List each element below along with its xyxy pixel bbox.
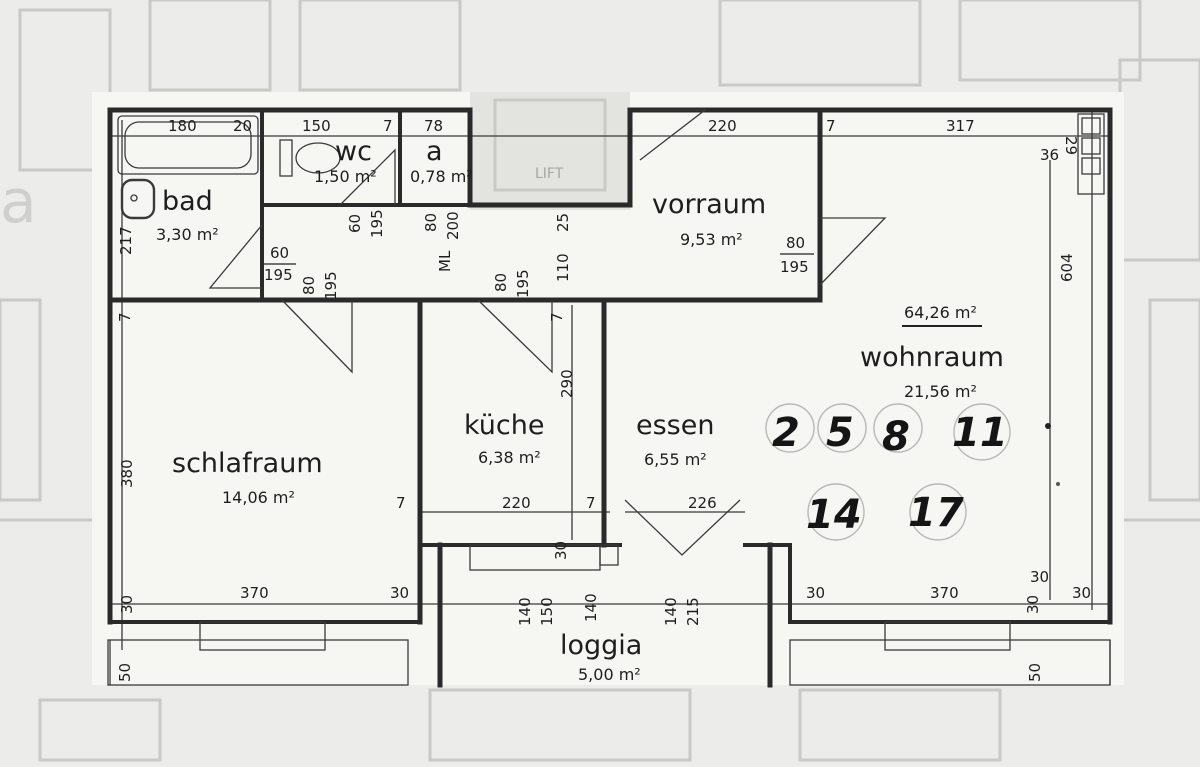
dim-20: 20 (233, 117, 252, 135)
room-area-kueche: 6,38 m² (478, 448, 541, 467)
room-name-wc: wc (335, 136, 372, 167)
total-area: 64,26 m² (904, 303, 977, 322)
dim-l150: 150 (538, 597, 556, 626)
bathtub (117, 115, 259, 175)
marker-dot (1056, 482, 1060, 486)
walls (107, 107, 1113, 688)
dim-30b: 30 (390, 584, 409, 602)
dim-door-80-schlaf: 80 (300, 276, 318, 295)
dim-w370: 370 (930, 584, 959, 602)
dim-door-200-ml: 200 (444, 211, 462, 240)
dim-217: 217 (117, 226, 135, 255)
dim-tub: 180 (168, 117, 197, 135)
room-area-schlafraum: 14,06 m² (222, 488, 295, 507)
dim-7d: 7 (396, 494, 406, 512)
toilet (279, 139, 341, 177)
handwritten-numbers: 2 5 8 11 14 17 (765, 403, 1011, 541)
hand-number-14: 14 (806, 492, 862, 538)
dim-door-195-vorraum: 195 (780, 258, 809, 276)
dim-36: 36 (1040, 146, 1059, 164)
room-name-loggia: loggia (560, 630, 642, 661)
dim-7b: 7 (826, 117, 836, 135)
dim-30f: 30 (1072, 584, 1091, 602)
dim-door-195-bad: 195 (264, 266, 293, 284)
dim-30a: 30 (118, 595, 136, 614)
dim-door-80-kueche: 80 (492, 273, 510, 292)
hand-number-2: 2 (772, 410, 800, 456)
dim-door-60-bad: 60 (270, 244, 289, 262)
dim-290: 290 (558, 369, 576, 398)
dim-l140b: 140 (582, 593, 600, 622)
lift-label: LIFT (535, 166, 564, 182)
room-area-wc: 1,50 m² (314, 167, 377, 186)
room-name-kueche: küche (464, 410, 545, 441)
room-area-a: 0,78 m² (410, 167, 473, 186)
dim-s370: 370 (240, 584, 269, 602)
dimension-lines (110, 110, 1110, 650)
dim-door-60-wc: 60 (346, 214, 364, 233)
dim-30d: 30 (806, 584, 825, 602)
vertical-dimension-labels: 217 604 29 60 195 80 200 ML 25 110 80 19… (116, 136, 1080, 682)
dim-29: 29 (1062, 136, 1080, 155)
dim-door-80-vorraum: 80 (786, 234, 805, 252)
dimension-labels: 180 20 150 7 78 220 7 317 36 7 220 7 226… (168, 117, 1091, 602)
chimney-shafts (1077, 113, 1105, 195)
room-name-bad: bad (162, 186, 213, 217)
dim-30e: 30 (1030, 568, 1049, 586)
room-labels: bad 3,30 m² wc 1,50 m² a 0,78 m² vorraum… (156, 136, 1004, 684)
dim-7c: 7 (548, 312, 566, 322)
dim-30c: 30 (1024, 595, 1042, 614)
room-name-essen: essen (636, 410, 714, 441)
dim-l215: 215 (684, 597, 702, 626)
dim-226: 226 (688, 494, 717, 512)
room-name-a: a (426, 136, 443, 167)
dim-317: 317 (946, 117, 975, 135)
dim-l140c: 140 (662, 597, 680, 626)
dim-110: 110 (554, 253, 572, 282)
dim-50a: 50 (116, 663, 134, 682)
dim-50b: 50 (1026, 663, 1044, 682)
dim-ml: ML (436, 250, 454, 272)
dim-7-schlaf: 7 (116, 312, 134, 322)
ghost-letter: a (0, 167, 37, 237)
hand-number-17: 17 (908, 490, 964, 536)
room-name-wohnraum: wohnraum (860, 342, 1004, 373)
room-area-vorraum: 9,53 m² (680, 230, 743, 249)
room-area-loggia: 5,00 m² (578, 665, 641, 684)
room-area-essen: 6,55 m² (644, 450, 707, 469)
dim-7e: 7 (586, 494, 596, 512)
room-area-bad: 3,30 m² (156, 225, 219, 244)
wash-basin (120, 178, 156, 220)
hand-number-11: 11 (952, 410, 1008, 456)
dim-door-80-ml: 80 (422, 213, 440, 232)
hand-number-5: 5 (826, 410, 854, 456)
dim-30-kueche: 30 (552, 541, 570, 560)
dim-v220: 220 (708, 117, 737, 135)
room-name-vorraum: vorraum (652, 189, 766, 220)
dim-wc-150: 150 (302, 117, 331, 135)
dim-k220: 220 (502, 494, 531, 512)
dim-door-195-schlaf: 195 (322, 271, 340, 300)
room-name-schlafraum: schlafraum (172, 448, 323, 479)
marker-dot (1045, 423, 1051, 429)
dim-door-195-kueche: 195 (514, 269, 532, 298)
dim-door-195-wc: 195 (368, 209, 386, 238)
dim-78: 78 (424, 117, 443, 135)
dim-604: 604 (1058, 253, 1076, 282)
dim-l140a: 140 (516, 597, 534, 626)
windows (107, 544, 1111, 686)
dim-380: 380 (118, 459, 136, 488)
room-area-wohnraum: 21,56 m² (904, 382, 977, 401)
dim-25: 25 (554, 213, 572, 232)
door-swings (208, 109, 887, 556)
dim-7a: 7 (383, 117, 393, 135)
hand-number-8: 8 (882, 414, 910, 460)
